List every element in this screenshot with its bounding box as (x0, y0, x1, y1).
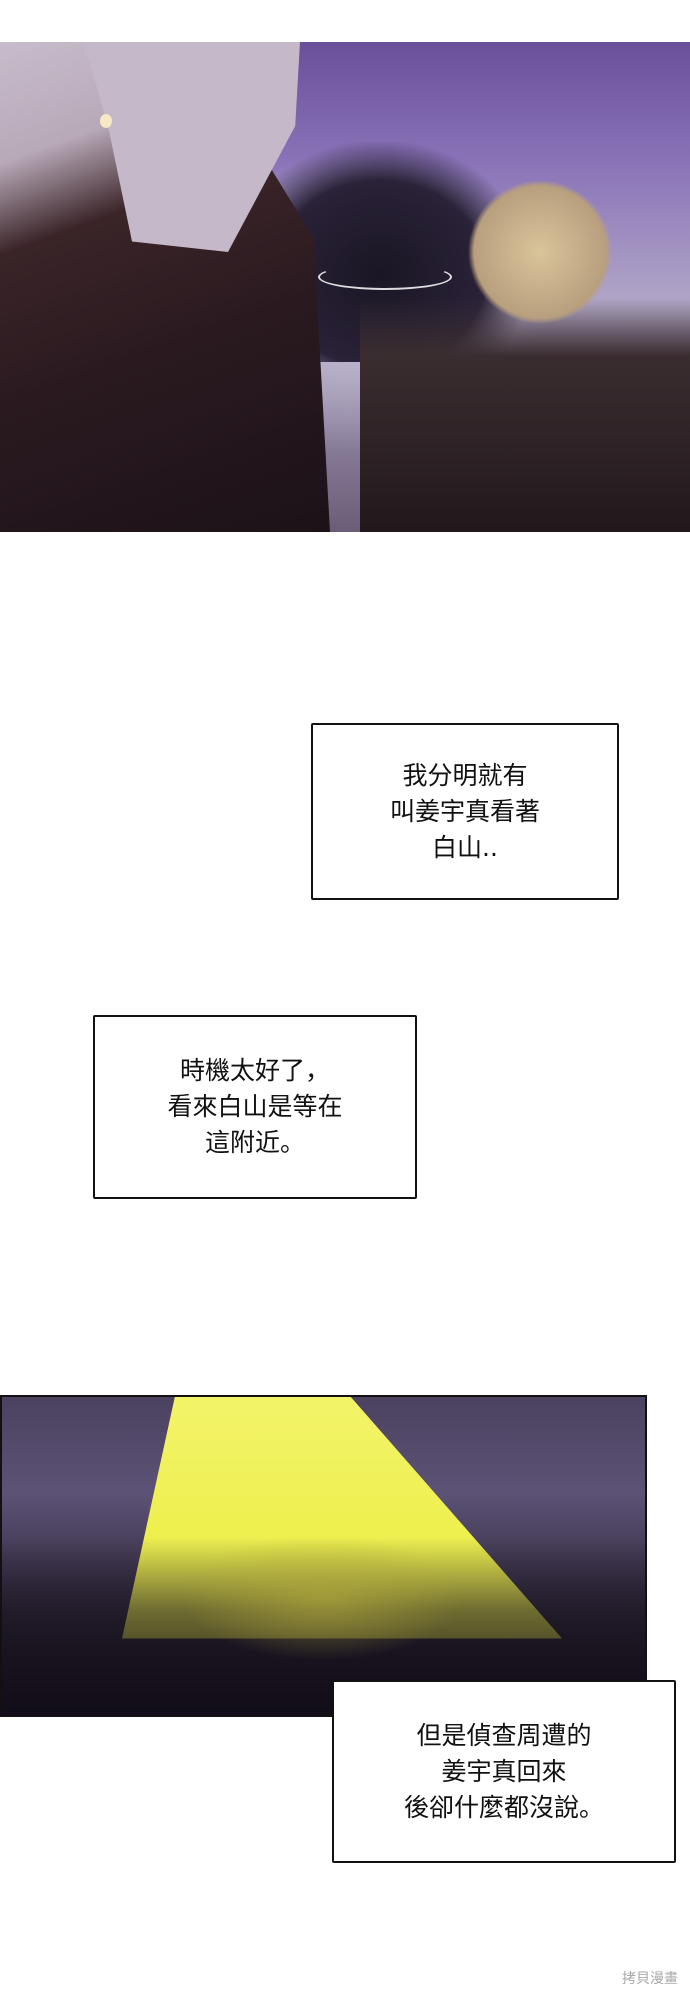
comic-panel-night-forest (0, 42, 690, 532)
caption-box-3: 但是偵查周遭的 姜宇真回來 後卻什麼都沒說。 (332, 1680, 676, 1863)
caption-box-2: 時機太好了， 看來白山是等在 這附近。 (93, 1015, 417, 1199)
watermark: 拷貝漫畫 (622, 1971, 678, 1987)
caption-text: 但是偵查周遭的 姜宇真回來 後卻什麼都沒說。 (403, 1720, 604, 1822)
caption-box-1: 我分明就有 叫姜宇真看著 白山.. (311, 723, 619, 900)
comic-panel-light-beam (0, 1395, 647, 1717)
caption-text: 我分明就有 叫姜宇真看著 白山.. (389, 760, 540, 862)
blonde-character-right (360, 142, 690, 532)
caption-text: 時機太好了， 看來白山是等在 這附近。 (167, 1056, 343, 1157)
glowing-eye (100, 114, 112, 128)
magic-ring (318, 264, 452, 290)
